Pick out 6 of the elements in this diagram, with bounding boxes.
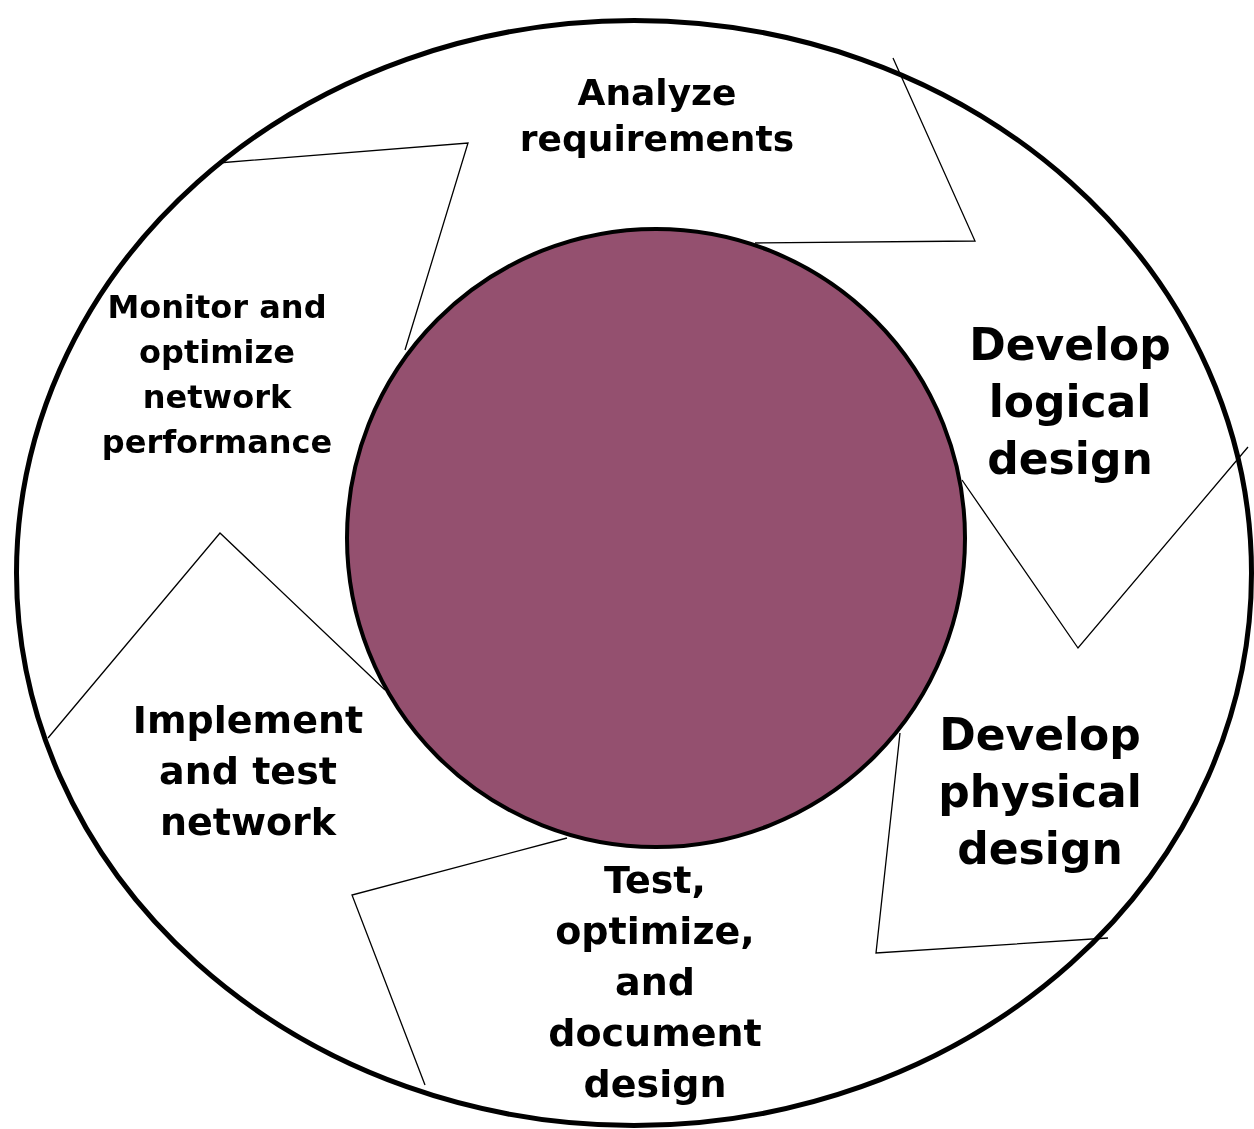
stage-label: Develop physical design	[937, 708, 1143, 876]
stage-label: Analyze requirements	[518, 71, 796, 161]
stage-label: Implement and test network	[131, 697, 365, 846]
stage-label: Test, optimize, and document design	[547, 857, 763, 1108]
stage-label: Develop logical design	[968, 318, 1172, 486]
stage-label: Monitor and optimize network performance	[100, 287, 334, 463]
